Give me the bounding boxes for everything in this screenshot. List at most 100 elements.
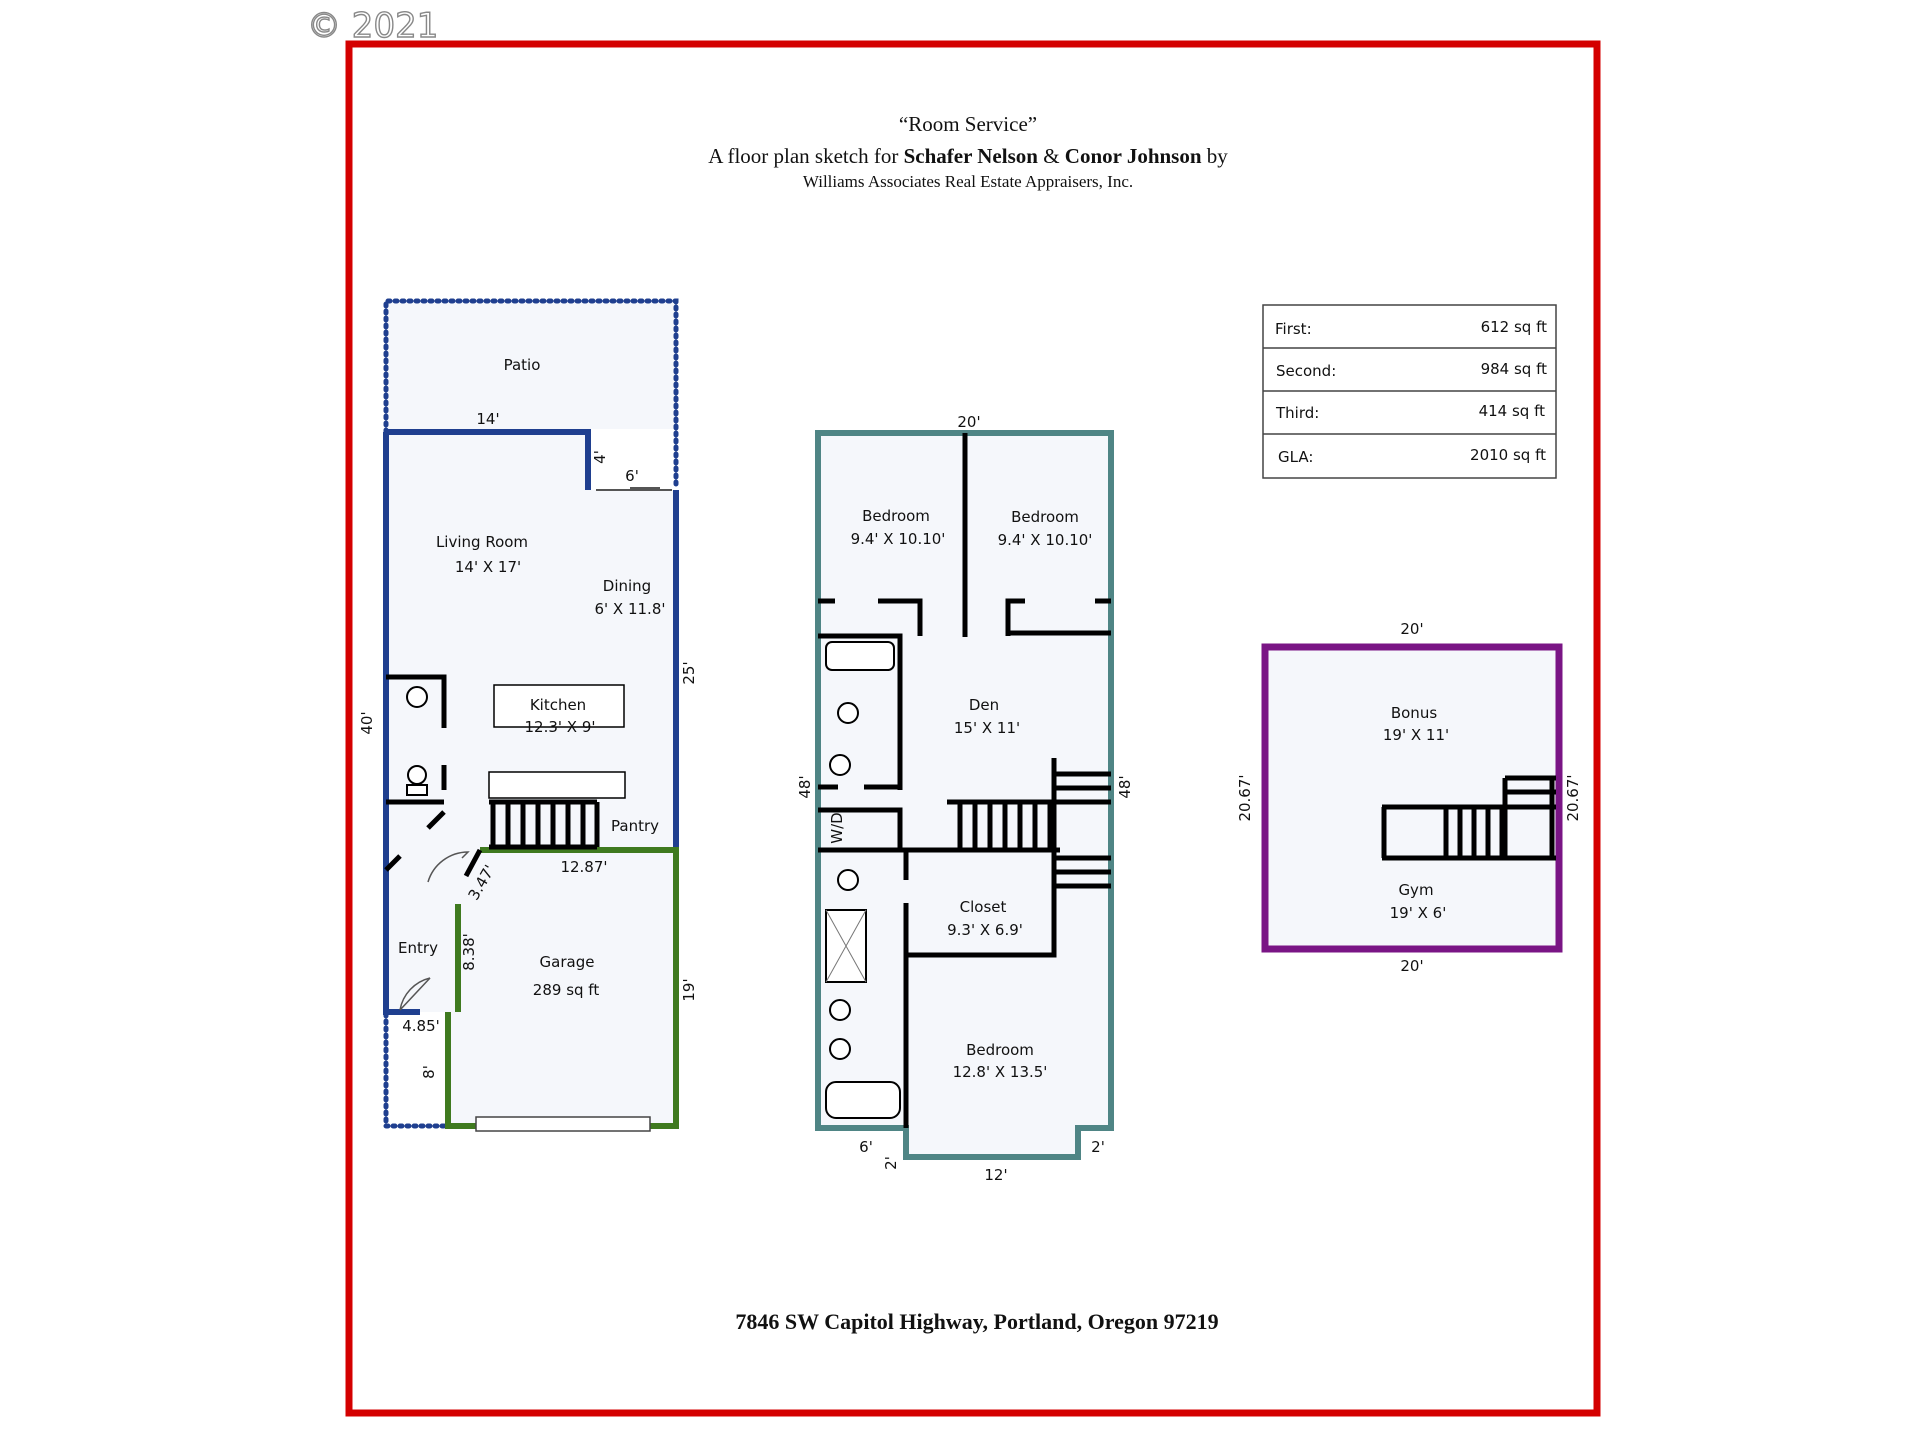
bedroom1-wall [818, 598, 923, 790]
shower-drain-icon [825, 909, 867, 983]
dim-4: 4' [591, 450, 609, 464]
area-second-label: Second: [1276, 362, 1336, 380]
area-first-label: First: [1275, 320, 1312, 338]
sink-icon [406, 686, 428, 708]
bedroom2-size: 9.4' X 10.10' [998, 531, 1093, 549]
client-name-1: Schafer Nelson [904, 144, 1039, 168]
area-third-label: Third: [1275, 404, 1319, 422]
kitchen-counter [488, 771, 626, 799]
patio-area [386, 301, 676, 429]
third-floor-stairs [1381, 775, 1556, 861]
dim-25: 25' [680, 661, 698, 684]
subtitle-prefix: A floor plan sketch for [708, 144, 903, 168]
bathroom-wall [386, 674, 447, 830]
bonus-size: 19' X 11' [1383, 726, 1449, 744]
bedroom3-label: Bedroom [966, 1041, 1034, 1059]
front-door [399, 977, 431, 1011]
second-floor-stairs [947, 758, 1111, 890]
second-floor-outline [815, 430, 1114, 1160]
living-room-label: Living Room [436, 533, 528, 551]
sink-icon [829, 1038, 851, 1060]
dim-20-67-left: 20.67' [1236, 774, 1254, 821]
subtitle-amp: & [1038, 144, 1065, 168]
entry-label: Entry [398, 939, 438, 957]
area-second-value: 984 sq ft [1481, 360, 1548, 378]
front-patio-outline [383, 1011, 451, 1129]
area-gla-value: 2010 sq ft [1470, 446, 1546, 464]
second-floor: Bedroom 9.4' X 10.10' Bedroom 9.4' X 10.… [796, 413, 1134, 1184]
bedroom3-size: 12.8' X 13.5' [953, 1063, 1048, 1081]
den-size: 15' X 11' [954, 719, 1020, 737]
toilet-icon [837, 869, 859, 891]
garage-door-swing [463, 848, 483, 878]
bedroom1-label: Bedroom [862, 507, 930, 525]
garage-label: Garage [540, 953, 595, 971]
plan-title: “Room Service” [899, 112, 1037, 136]
area-first-value: 612 sq ft [1481, 318, 1548, 336]
bedroom2-wall [1005, 598, 1111, 636]
dim-8-38: 8.38' [460, 933, 478, 971]
dim-12-87: 12.87' [560, 858, 607, 876]
toilet-tank-icon [406, 784, 428, 796]
dim-6-second: 6' [859, 1138, 873, 1156]
patio-outline [383, 298, 679, 491]
dim-4-85: 4.85' [402, 1017, 440, 1035]
toilet-icon [837, 702, 859, 724]
dim-14: 14' [476, 410, 499, 428]
dim-20-third-bottom: 20' [1400, 957, 1423, 975]
gym-size: 19' X 6' [1390, 904, 1447, 922]
patio-label: Patio [504, 356, 541, 374]
wd-label: W/D [828, 812, 846, 843]
property-address: 7846 SW Capitol Highway, Portland, Orego… [735, 1309, 1218, 1334]
dim-48-right: 48' [1116, 775, 1134, 798]
toilet-icon [407, 765, 427, 785]
plan-subtitle: A floor plan sketch for Schafer Nelson &… [708, 144, 1228, 168]
gym-label: Gym [1398, 881, 1433, 899]
dim-8: 8' [420, 1065, 438, 1079]
dim-2-second-right: 2' [1091, 1138, 1105, 1156]
front-door-swing [399, 977, 431, 1011]
kitchen-label: Kitchen [530, 696, 586, 714]
dim-40: 40' [358, 711, 376, 734]
copyright-notice: © 2021 [307, 6, 438, 46]
third-floor-outline [1261, 643, 1563, 953]
bathtub-icon [825, 641, 895, 671]
garage-fill [448, 850, 676, 1126]
bedroom2-label: Bedroom [1011, 508, 1079, 526]
company-name: Williams Associates Real Estate Appraise… [803, 172, 1133, 191]
page-border [345, 40, 1601, 1417]
wd-wall [818, 807, 903, 850]
dim-48-left: 48' [796, 775, 814, 798]
closet-label: Closet [960, 898, 1007, 916]
garage-outline [445, 847, 679, 1129]
pantry-label: Pantry [611, 817, 659, 835]
dim-20-second-top: 20' [957, 413, 980, 431]
garage-size: 289 sq ft [533, 981, 600, 999]
den-label: Den [969, 696, 999, 714]
dim-20-third-top: 20' [1400, 620, 1423, 638]
third-floor: Bonus 19' X 11' Gym 19' X 6' 20' 20' 20.… [1236, 620, 1582, 975]
sink-icon [829, 999, 851, 1021]
garage-door [475, 1116, 651, 1132]
dim-20-67-right: 20.67' [1564, 774, 1582, 821]
kitchen-size: 12.3' X 9' [524, 718, 595, 736]
second-floor-fill [818, 433, 1111, 1157]
bathtub-icon [825, 1081, 901, 1119]
first-floor: Patio Living Room 14' X 17' Dining 6' X … [358, 298, 698, 1132]
bedroom1-size: 9.4' X 10.10' [851, 530, 946, 548]
area-table: First: 612 sq ft Second: 984 sq ft Third… [1262, 304, 1557, 479]
dining-size: 6' X 11.8' [594, 600, 665, 618]
dim-2-second-left: 2' [882, 1156, 900, 1170]
living-room-size: 14' X 17' [455, 558, 521, 576]
entry-wall [384, 854, 402, 872]
first-floor-outline [383, 429, 679, 1015]
first-floor-stairs [489, 799, 600, 850]
dim-19-first: 19' [680, 978, 698, 1001]
bonus-label: Bonus [1391, 704, 1437, 722]
sink-icon [829, 754, 851, 776]
dim-12-second: 12' [984, 1166, 1007, 1184]
kitchen-island [493, 684, 625, 728]
closet-size: 9.3' X 6.9' [947, 921, 1023, 939]
dining-label: Dining [603, 577, 651, 595]
